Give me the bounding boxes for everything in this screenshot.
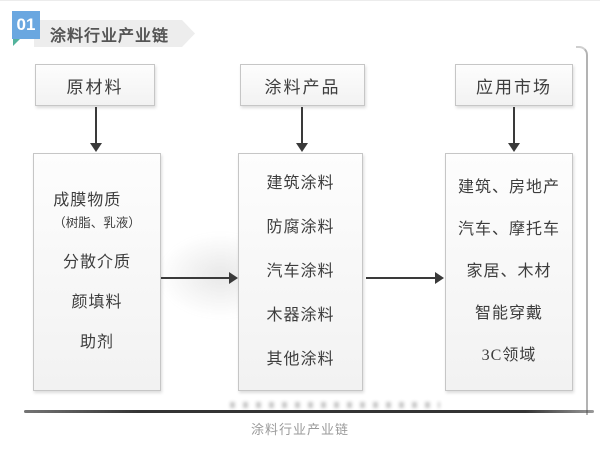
list-item: 家居、木材 — [466, 263, 552, 280]
section-number-badge: 01 — [12, 11, 40, 39]
list-item: 建筑涂料 — [266, 175, 335, 192]
section-title-ribbon: 涂料行业产业链 — [34, 20, 195, 47]
list-item: 木器涂料 — [266, 307, 335, 324]
list-item: 颜填料 — [71, 294, 123, 311]
watermark-smudge — [230, 402, 440, 408]
badge-fold-triangle — [13, 39, 20, 46]
image-frame-right-border — [576, 46, 588, 415]
content-box-raw-materials: 成膜物质 （树脂、乳液） 分散介质 颜填料 助剂 — [33, 153, 161, 391]
header-box-application-market: 应用市场 — [455, 64, 573, 106]
content-box-coating-products: 建筑涂料 防腐涂料 汽车涂料 木器涂料 其他涂料 — [238, 153, 363, 391]
list-item: 3C领域 — [481, 347, 537, 364]
list-item: 防腐涂料 — [266, 219, 335, 236]
image-caption: 涂料行业产业链 — [250, 422, 349, 437]
header-box-coating-products: 涂料产品 — [240, 64, 365, 106]
list-item: 助剂 — [79, 334, 114, 351]
image-frame-bottom-edge — [24, 410, 594, 413]
list-item: 建筑、房地产 — [457, 179, 560, 196]
list-item: 分散介质 — [62, 254, 131, 271]
item-text: 成膜物质 — [53, 192, 122, 209]
list-item: 汽车、摩托车 — [457, 221, 560, 238]
list-item: 智能穿戴 — [474, 305, 543, 322]
item-subtext: （树脂、乳液） — [53, 216, 141, 230]
header-box-raw-materials: 原材料 — [35, 64, 155, 106]
list-item: 汽车涂料 — [266, 263, 335, 280]
content-box-application-market: 建筑、房地产 汽车、摩托车 家居、木材 智能穿戴 3C领域 — [445, 153, 573, 391]
list-item: 其他涂料 — [266, 351, 335, 368]
list-item: 成膜物质 （树脂、乳液） — [53, 192, 141, 232]
